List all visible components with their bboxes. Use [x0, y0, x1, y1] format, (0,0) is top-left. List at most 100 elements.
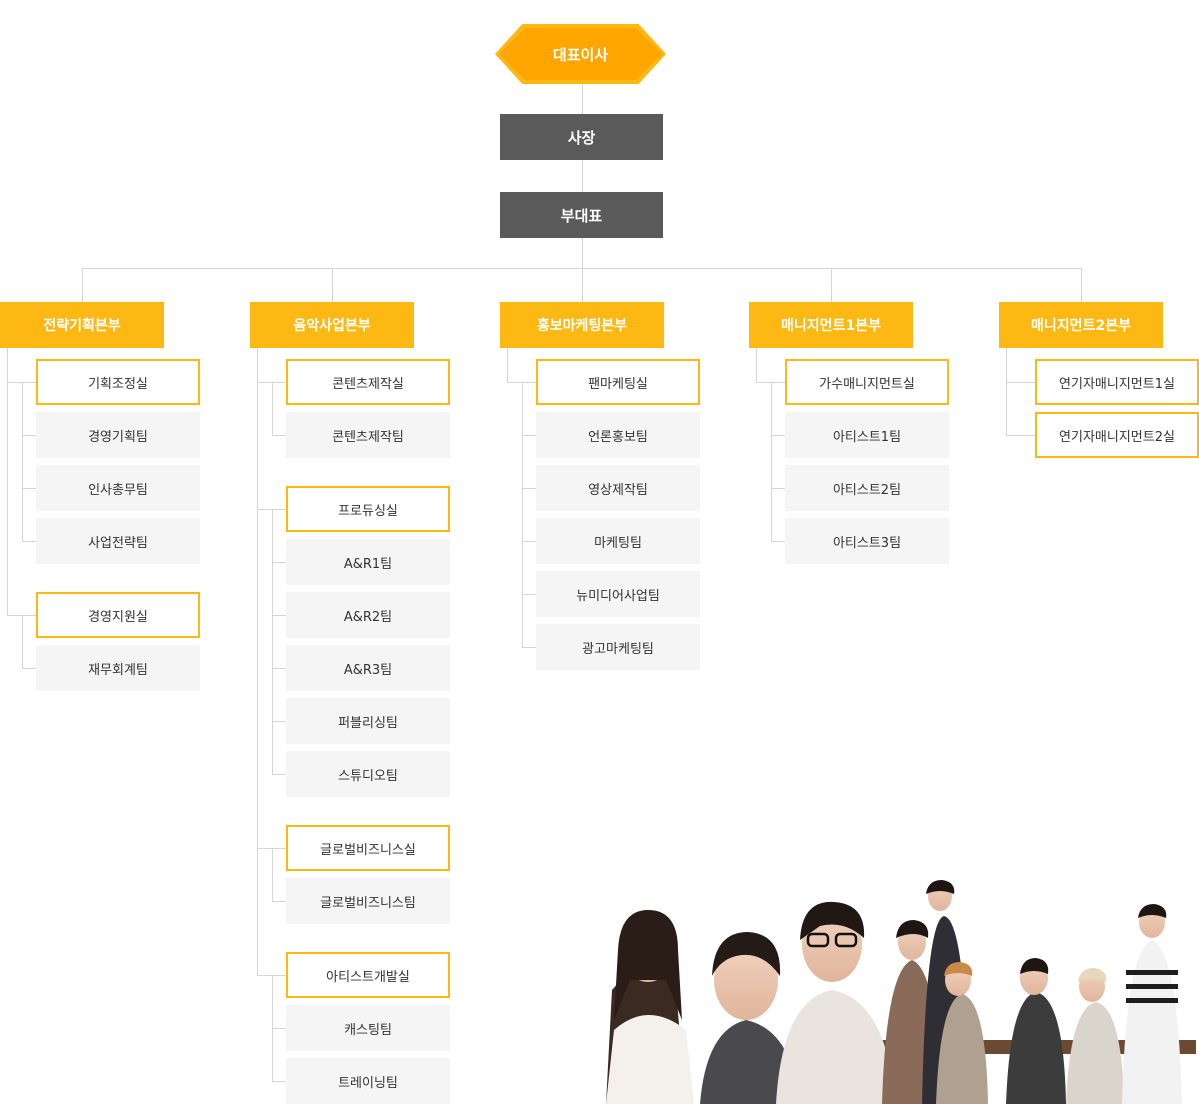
team-label: 콘텐츠제작팀	[332, 429, 404, 445]
division-header: 매니지먼트1본부	[749, 302, 913, 348]
team-label: 아티스트1팀	[832, 429, 902, 445]
office-label: 연기자매니지먼트2실	[1059, 429, 1175, 445]
division-header: 전략기획본부	[0, 302, 164, 348]
connector-division-trunk	[507, 348, 508, 382]
connector-team	[771, 541, 785, 542]
office-label: 가수매니지먼트실	[819, 376, 915, 392]
office-box: 연기자매니지먼트2실	[1035, 412, 1199, 458]
connector-team-branch	[272, 509, 273, 774]
connector-president-vp	[582, 160, 583, 192]
team-label: 스튜디오팀	[338, 768, 398, 784]
connector-office	[257, 975, 286, 976]
connector-office	[1006, 435, 1035, 436]
team-box: A&R2팀	[286, 592, 450, 638]
office-box: 아티스트개발실	[286, 952, 450, 998]
team-box: 언론홍보팀	[536, 412, 700, 458]
team-label: 사업전략팀	[88, 535, 148, 551]
connector-division-trunk	[756, 348, 757, 382]
team-box: 뉴미디어사업팀	[536, 571, 700, 617]
team-box: 콘텐츠제작팀	[286, 412, 450, 458]
office-box: 글로벌비즈니스실	[286, 825, 450, 871]
division-label: 매니지먼트1본부	[781, 318, 881, 334]
office-box: 프로듀싱실	[286, 486, 450, 532]
office-box: 가수매니지먼트실	[785, 359, 949, 405]
division-label: 매니지먼트2본부	[1031, 318, 1131, 334]
team-label: 캐스팅팀	[344, 1022, 392, 1038]
connector-bus-division	[332, 268, 333, 302]
team-label: 아티스트2팀	[832, 482, 902, 498]
connector-team	[22, 435, 36, 436]
connector-team-branch	[22, 615, 23, 668]
connector-team-branch	[771, 382, 772, 541]
office-label: 경영지원실	[88, 609, 148, 625]
team-label: 재무회계팀	[88, 662, 148, 678]
connector-team	[272, 721, 286, 722]
connector-division-trunk	[7, 348, 8, 615]
connector-team-branch	[272, 848, 273, 901]
connector-office	[507, 382, 536, 383]
connector-bus-division	[82, 268, 83, 302]
team-label: A&R1팀	[343, 556, 393, 572]
connector-bus-division	[831, 268, 832, 302]
team-label: 언론홍보팀	[588, 429, 648, 445]
connector-division-trunk	[1006, 348, 1007, 435]
connector-team	[22, 541, 36, 542]
team-box: A&R3팀	[286, 645, 450, 691]
connector-ceo-president	[582, 84, 583, 114]
connector-team	[272, 901, 286, 902]
team-label: 광고마케팅팀	[582, 641, 654, 657]
team-box: 아티스트3팀	[785, 518, 949, 564]
connector-team	[522, 594, 536, 595]
connector-team	[272, 435, 286, 436]
team-label: 퍼블리싱팀	[338, 715, 398, 731]
connector-team	[272, 774, 286, 775]
team-box: 아티스트1팀	[785, 412, 949, 458]
president-node: 사장	[500, 114, 663, 160]
team-box: 경영기획팀	[36, 412, 200, 458]
connector-office	[7, 615, 36, 616]
connector-team	[522, 541, 536, 542]
office-box: 팬마케팅실	[536, 359, 700, 405]
division-label: 홍보마케팅본부	[536, 318, 628, 334]
connector-bus-division	[582, 268, 583, 302]
division-header: 음악사업본부	[250, 302, 414, 348]
team-label: 인사총무팀	[88, 482, 148, 498]
ceo-label: 대표이사	[552, 45, 609, 64]
connector-division-trunk	[257, 348, 258, 975]
team-box: 트레이닝팀	[286, 1058, 450, 1104]
vice-president-node: 부대표	[500, 192, 663, 238]
connector-team	[272, 1028, 286, 1029]
connector-team	[272, 615, 286, 616]
team-label: 트레이닝팀	[338, 1075, 398, 1091]
office-box: 콘텐츠제작실	[286, 359, 450, 405]
office-label: 아티스트개발실	[326, 969, 410, 985]
team-label: 글로벌비즈니스팀	[320, 895, 416, 911]
office-box: 기획조정실	[36, 359, 200, 405]
team-label: 뉴미디어사업팀	[576, 588, 660, 604]
connector-team	[272, 668, 286, 669]
connector-office	[257, 848, 286, 849]
team-box: 마케팅팀	[536, 518, 700, 564]
team-box: 스튜디오팀	[286, 751, 450, 797]
team-box: 글로벌비즈니스팀	[286, 878, 450, 924]
connector-office	[257, 382, 286, 383]
connector-team-branch	[22, 382, 23, 541]
connector-team	[522, 488, 536, 489]
team-label: 경영기획팀	[88, 429, 148, 445]
team-label: 영상제작팀	[588, 482, 648, 498]
team-box: 퍼블리싱팀	[286, 698, 450, 744]
connector-team-branch	[272, 382, 273, 435]
connector-office	[756, 382, 785, 383]
team-box: 캐스팅팀	[286, 1005, 450, 1051]
team-box: 사업전략팀	[36, 518, 200, 564]
team-box: A&R1팀	[286, 539, 450, 585]
connector-team	[22, 668, 36, 669]
division-header: 홍보마케팅본부	[500, 302, 664, 348]
team-label: 마케팅팀	[594, 535, 642, 551]
office-label: 글로벌비즈니스실	[320, 842, 416, 858]
office-box: 경영지원실	[36, 592, 200, 638]
president-label: 사장	[567, 128, 596, 147]
division-label: 음악사업본부	[293, 318, 371, 334]
connector-team	[522, 647, 536, 648]
artist-group-photo	[606, 880, 1196, 1104]
